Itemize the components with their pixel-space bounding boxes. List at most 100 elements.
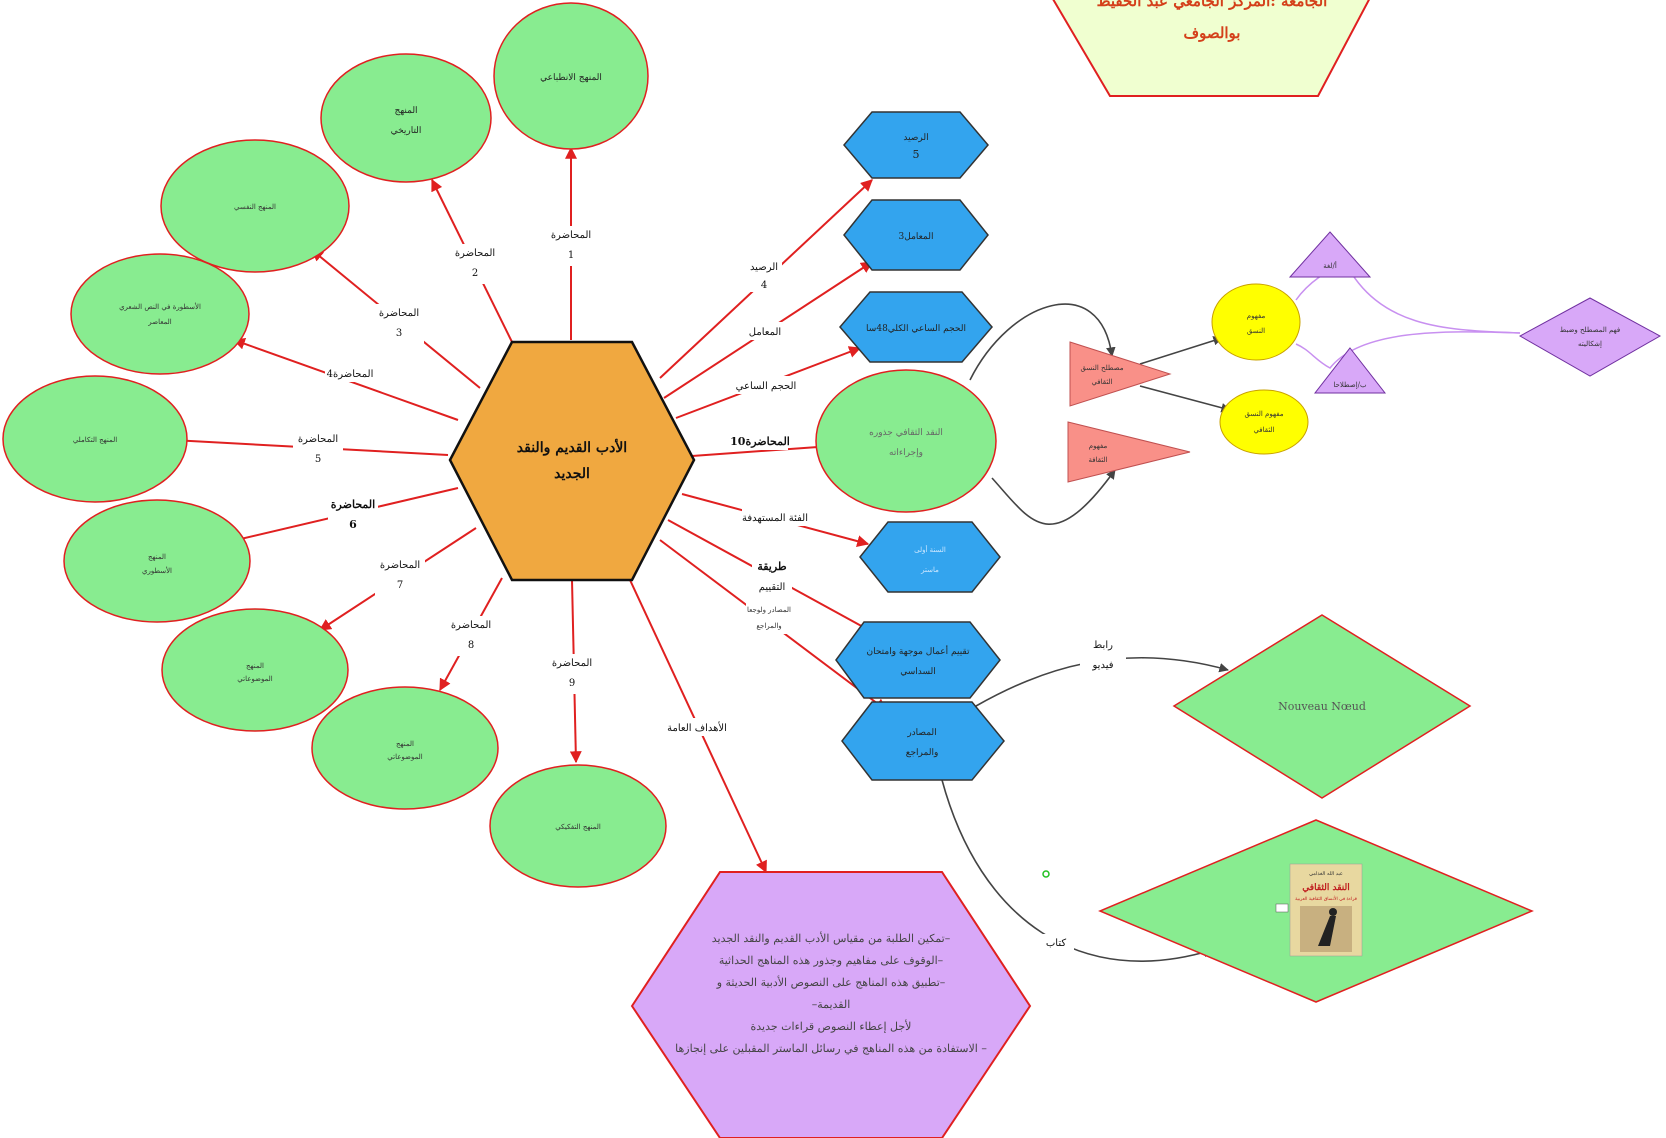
book-cover-image: عبد الله الغذامي النقد الثقافي قراءة في … [1289,863,1363,957]
edge-label-5-num: 5 [315,454,321,465]
node-lecture-1[interactable]: المنهج الانطباعي [493,2,649,150]
node-evaluation[interactable]: تقييم أعمال موجهة وامتحان السداسي [835,621,1001,699]
node-lecture-7[interactable]: المنهج الموضوعاتي [161,608,349,732]
edge-l10-tri2 [991,469,1116,525]
edge-label-9: المحاضرة [552,658,592,669]
video-diamond[interactable]: Nouveau Nœud [1172,614,1472,799]
circle2-text-1: مفهوم النسق [1245,410,1284,418]
node-balance-text-2: 5 [913,148,920,161]
node-lecture-6-text-1: المنهج [148,553,166,561]
edge-label-7-num: 7 [397,580,403,591]
center-node[interactable]: الأدب القديم والنقد الجديد [448,340,696,582]
center-title-1: الأدب القديم والنقد [517,438,627,456]
goal-line-2: –الوقوف على مفاهيم وجذور هذه المناهج الح… [719,954,944,967]
edge-label-9-num: 9 [569,678,575,689]
node-lecture-8-text-2: الموضوعاتي [387,753,422,761]
node-lecture-4-text-1: الأسطورة في النص الشعري [119,301,201,311]
node-coef[interactable]: المعامل3 [843,199,989,271]
triangle-language[interactable]: أ/لغة [1288,231,1372,278]
edge-label-sources-2: والمراجع [756,622,781,630]
node-sources-text-1: المصادر [906,728,936,738]
node-lecture-4[interactable]: الأسطورة في النص الشعري المعاصر [70,253,250,375]
edge-label-6: المحاضرة [331,498,375,511]
edge-label-8-num: 8 [468,640,474,651]
edge-label-evaluation-1: طريقة [757,560,787,573]
dark-edges [941,303,1231,962]
triangle-culture-concept[interactable]: مفهوم الثقافة [1067,421,1191,483]
goal-line-6: – الاستفادة من هذه المناهج في رسائل الما… [675,1042,987,1055]
circle-pattern-concept[interactable]: مفهوم النسق [1211,283,1301,361]
node-target[interactable]: السنة أولى ماستر [859,521,1001,593]
edge-label-7: المحاضرة [380,560,420,571]
edge-label-2: المحاضرة [455,248,495,259]
tri2-text-1: مفهوم [1089,442,1108,450]
circle2-text-2: الثقافي [1253,426,1274,434]
node-lecture-9-text: المنهج التفكيكي [555,823,601,831]
title-box[interactable]: الجامعة :المركز الجامعي عبد الحفيظ بوالص… [1050,0,1372,97]
edge-tri1-circle2 [1139,385,1231,413]
node-sources[interactable]: المصادر والمراجع [841,701,1005,781]
node-lecture-8[interactable]: المنهج الموضوعاتي [311,686,499,810]
node-balance[interactable]: الرصيد 5 [843,111,989,179]
edge-label-evaluation-2: التقييم [759,582,786,593]
node-lecture-9[interactable]: المنهج التفكيكي [489,764,667,888]
edge-label-target: الفئة المستهدفة [742,513,808,524]
circle-cultural-pattern-concept[interactable]: مفهوم النسق الثقافي [1219,389,1309,455]
node-hours[interactable]: الحجم الساعي الكلي48سا [839,291,993,363]
right-nodes: الرصيد 5 المعامل3 الحجم الساعي الكلي48سا… [815,111,1005,781]
small-tri2-text: ب/إصطلاحا [1333,381,1367,389]
goals-node[interactable]: –تمكين الطلبة من مقياس الأدب القديم والن… [630,871,1032,1138]
tri2-text-2: الثقافة [1089,456,1108,464]
triangle-cultural-pattern[interactable]: مصطلح النسق الثقافي [1069,341,1172,407]
edge-book [941,779,1213,962]
node-evaluation-text-1: تقييم أعمال موجهة وامتحان [867,644,970,657]
node-lecture10-text-1: النقد الثقافي جذوره [869,428,943,438]
edge-label-coef: المعامل [749,327,781,338]
node-lecture-5[interactable]: المنهج التكاملي [2,375,188,503]
node-lecture-2-text-2: التاريخي [391,126,422,136]
small-tri1-text: أ/لغة [1323,260,1337,270]
node-balance-text-1: الرصيد [903,133,928,143]
node-lecture-7-text-1: المنهج [246,662,264,670]
node-hours-text: الحجم الساعي الكلي48سا [866,324,966,334]
tri1-text-1: مصطلح النسق [1081,364,1124,372]
edge-label-1: المحاضرة [551,230,591,241]
lecture-edge-labels: المحاضرة 1 المحاضرة 2 المحاضرة 3 المحاضر… [293,226,732,736]
stray-point [1042,870,1050,878]
node-lecture10[interactable]: النقد الثقافي جذوره وإجراءاته [815,369,997,513]
node-sources-text-2: والمراجع [906,748,939,758]
edge-label-3-num: 3 [396,328,402,339]
node-lecture-3[interactable]: المنهج النفسي [160,139,350,273]
book-cover-subtitle: قراءة في الأنساق الثقافية العربية [1295,894,1358,902]
book-cover-author: عبد الله الغذامي [1309,871,1343,877]
goal-line-1: –تمكين الطلبة من مقياس الأدب القديم والن… [712,931,951,945]
edge-label-2-num: 2 [472,268,478,279]
edge-label-4: المحاضرة4 [327,369,374,380]
diamond-text-1: فهم المصطلح وضبط [1560,326,1621,334]
node-coef-text: المعامل3 [899,232,934,242]
circle1-text-2: النسق [1247,327,1265,335]
node-lecture-8-text-1: المنهج [396,740,414,748]
cultural-cluster: مصطلح النسق الثقافي مفهوم الثقافة مفهوم … [1067,231,1662,483]
goal-line-4: القديمة– [812,998,851,1011]
edge-lugha [1295,260,1521,334]
node-target-text-1: السنة أولى [914,544,946,554]
edge-label-3: المحاضرة [379,308,419,319]
book-branch: كتاب عبد الله الغذامي النقد الثقافي قراء… [1038,819,1534,1003]
goal-line-3: –تطبيق هذه المناهج على النصوص الأدبية ال… [716,975,946,989]
node-lecture-5-text: المنهج التكاملي [73,436,117,444]
edge-label-lecture10: المحاضرة10 [730,435,790,448]
triangle-terminology[interactable]: ب/إصطلاحا [1313,347,1387,394]
edge-label-balance: الرصيد [750,262,778,273]
edge-label-hours: الحجم الساعي [736,381,797,392]
book-cover-title: النقد الثقافي [1302,882,1349,893]
node-lecture-2[interactable]: المنهج التاريخي [320,53,492,183]
node-target-text-2: ماستر [920,566,939,574]
diamond-understand-term[interactable]: فهم المصطلح وضبط إشكاليته [1518,297,1662,377]
book-diamond[interactable]: عبد الله الغذامي النقد الثقافي قراءة في … [1098,819,1534,1003]
purple-edges [1295,260,1521,369]
node-lecture-6[interactable]: المنهج الأسطوري [63,499,251,623]
node-lecture-2-text-1: المنهج [394,106,417,116]
diamond-text-2: إشكاليته [1578,340,1602,348]
